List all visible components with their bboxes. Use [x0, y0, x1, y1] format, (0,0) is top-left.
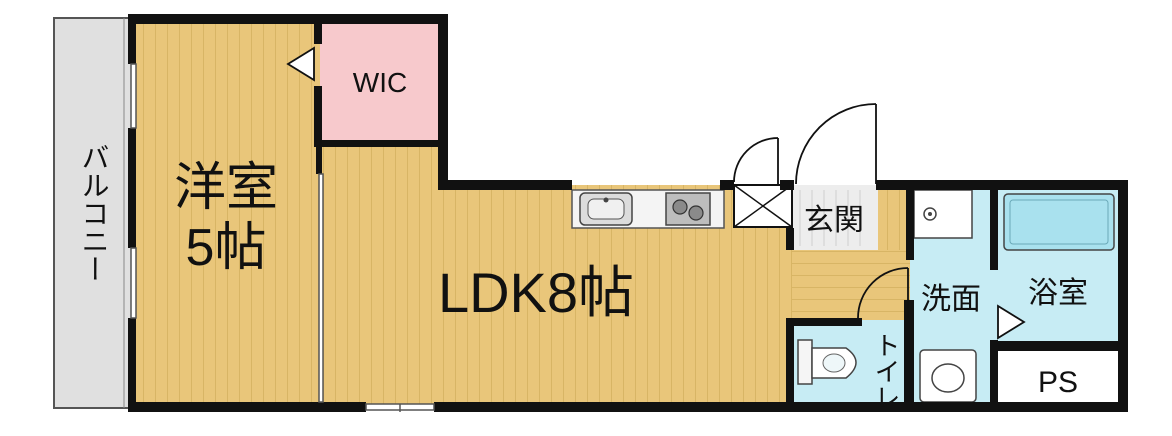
- walls: [128, 14, 1128, 412]
- balcony: [53, 17, 133, 409]
- bathtub-icon: [1003, 193, 1115, 251]
- ps-room: [994, 347, 1124, 408]
- genkan-tiles: [799, 190, 861, 246]
- doors: [286, 46, 1026, 340]
- washbasin-icon: [913, 189, 973, 239]
- wic-label: WIC: [353, 67, 407, 98]
- hallway: [792, 250, 910, 320]
- senmen-label: 洗面: [921, 283, 981, 316]
- ldk-label: LDK8帖: [438, 261, 634, 324]
- ldk-room: [320, 144, 442, 408]
- genkan-step: [878, 185, 910, 250]
- western-room: [132, 18, 320, 408]
- wic-room: [320, 18, 442, 144]
- windows: [130, 63, 435, 412]
- genkan-label: 玄関: [804, 204, 864, 237]
- ps-label: PS: [1038, 366, 1078, 399]
- western-room-label-line1: 洋室: [174, 159, 278, 217]
- toilet-bowl-icon: [797, 339, 857, 385]
- toilet-label: トイレ: [871, 332, 901, 410]
- stove-icon: [665, 192, 711, 226]
- washing-machine-pan-icon: [919, 349, 977, 403]
- balcony-label: バルコニー: [79, 143, 110, 283]
- western-room-label-line2: 5帖: [186, 219, 267, 277]
- shoe-cabinet-cross-b: [733, 184, 793, 228]
- bath-label: 浴室: [1028, 277, 1088, 310]
- sink-icon: [579, 192, 633, 226]
